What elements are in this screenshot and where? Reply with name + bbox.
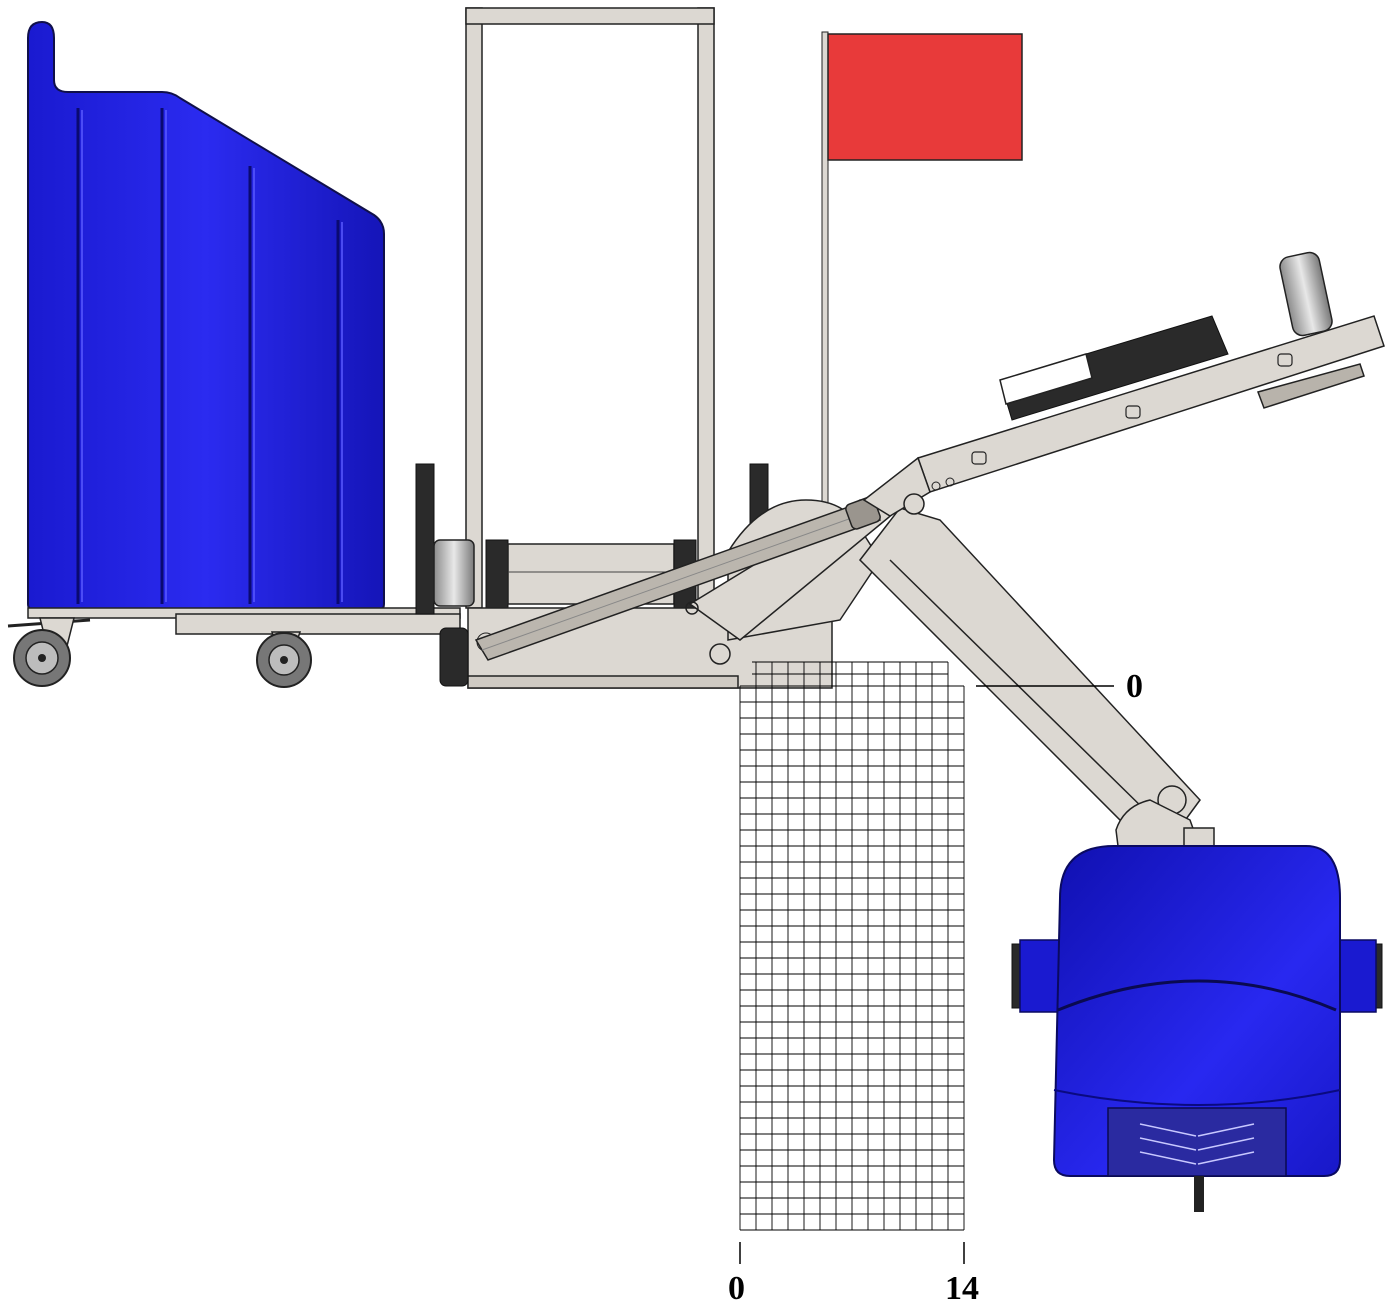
lift-boom — [474, 251, 1385, 849]
vertical-scale-zero-label: 0 — [1126, 668, 1143, 705]
safety-flag — [821, 31, 1023, 513]
cart-wheel-left — [13, 617, 75, 687]
horizontal-scale-max-label: 14 — [945, 1270, 979, 1307]
mast-frame — [465, 7, 715, 609]
scale-marks — [739, 685, 1114, 1264]
horizontal-scale-zero-label: 0 — [728, 1270, 745, 1307]
right-bin — [1011, 845, 1383, 1212]
left-bin — [27, 20, 385, 611]
cart-frame — [7, 607, 461, 635]
cart-wheel-right — [256, 631, 312, 688]
measurement-grid — [739, 661, 965, 1231]
